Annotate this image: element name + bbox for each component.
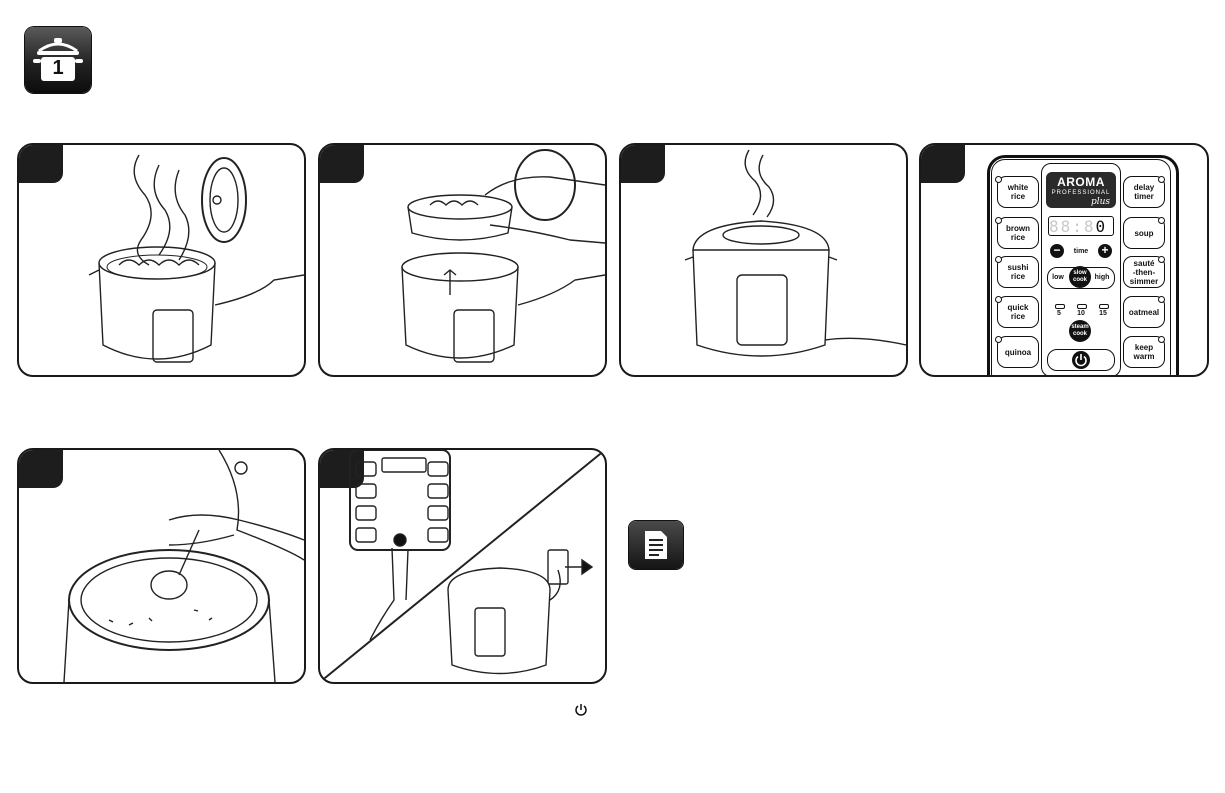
sushi-rice-button[interactable]: sushi rice xyxy=(997,256,1039,288)
indicator-light xyxy=(995,217,1002,224)
step-number: 1 xyxy=(25,57,91,80)
document-lines-icon xyxy=(629,521,683,569)
indicator-light xyxy=(1158,217,1165,224)
power-icon xyxy=(1072,351,1090,369)
brand-line-2: PROFESSIONAL xyxy=(1046,190,1116,196)
stirring-rice-illustration xyxy=(19,450,304,682)
illustration-panel-1 xyxy=(17,143,306,377)
power-button[interactable] xyxy=(1072,351,1090,369)
steam-cook-button[interactable]: steam cook xyxy=(1069,320,1091,342)
brand-name: AROMA xyxy=(1046,175,1116,189)
indicator-light xyxy=(1158,176,1165,183)
indicator-light xyxy=(995,176,1002,183)
indicator-light xyxy=(1158,296,1165,303)
steam-time-10: 10 xyxy=(1076,310,1086,318)
illustration-panel-2 xyxy=(318,143,607,377)
control-panel-center: AROMA PROFESSIONAL plus 88:80 − time + l… xyxy=(1041,163,1121,377)
note-document-icon xyxy=(629,521,683,569)
time-label: time xyxy=(1068,248,1094,256)
illustration-panel-6 xyxy=(318,448,607,684)
step-badge: 1 xyxy=(25,27,91,93)
steam-led xyxy=(1077,304,1087,309)
display-value: 0 xyxy=(1096,217,1108,236)
indicator-light xyxy=(995,336,1002,343)
steam-time-5: 5 xyxy=(1054,310,1064,318)
indicator-light xyxy=(995,296,1002,303)
open-cooker-steaming-illustration xyxy=(19,145,304,375)
minus-button[interactable]: − xyxy=(1050,244,1064,258)
steam-led xyxy=(1055,304,1065,309)
white-rice-button[interactable]: white rice xyxy=(997,176,1039,208)
digital-display: 88:80 xyxy=(1048,216,1114,236)
indicator-light xyxy=(1158,256,1165,263)
lifting-steam-tray-illustration xyxy=(320,145,605,375)
brand-line-3: plus xyxy=(1091,197,1110,207)
high-label: high xyxy=(1094,274,1110,282)
slow-cook-button[interactable]: slow cook xyxy=(1069,266,1091,288)
low-label: low xyxy=(1051,274,1065,282)
illustration-panel-3 xyxy=(619,143,908,377)
plus-button[interactable]: + xyxy=(1098,244,1112,258)
illustration-panel-4: white rice brown rice sushi rice quick r… xyxy=(919,143,1209,377)
steam-led xyxy=(1099,304,1109,309)
indicator-light xyxy=(1158,336,1165,343)
indicator-light xyxy=(995,256,1002,263)
power-icon xyxy=(573,702,589,718)
quinoa-button[interactable]: quinoa xyxy=(997,336,1039,368)
closed-cooker-steaming-illustration xyxy=(621,145,906,375)
brand-logo: AROMA PROFESSIONAL plus xyxy=(1046,172,1116,208)
power-off-unplug-illustration xyxy=(320,450,605,682)
display-ghost-digits: 88:8 xyxy=(1049,217,1096,236)
quick-rice-button[interactable]: quick rice xyxy=(997,296,1039,328)
step-tab xyxy=(919,143,965,183)
brown-rice-button[interactable]: brown rice xyxy=(997,217,1039,249)
illustration-panel-5 xyxy=(17,448,306,684)
steam-time-15: 15 xyxy=(1098,310,1108,318)
